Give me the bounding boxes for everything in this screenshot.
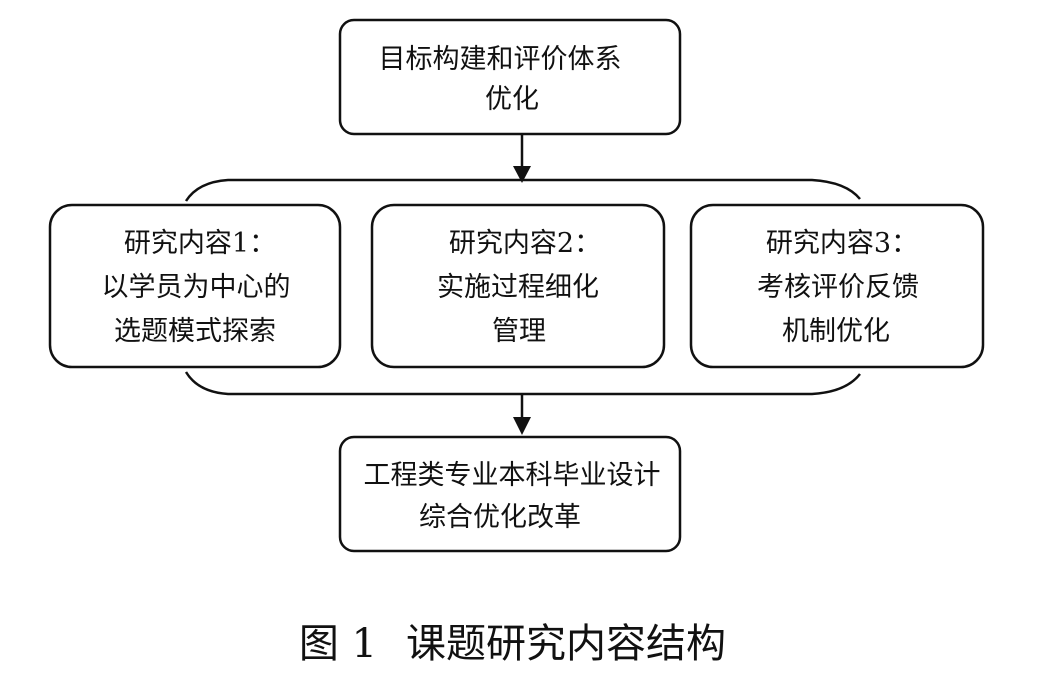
upper-group-brace xyxy=(184,178,861,202)
bottom-box: 工程类专业本科毕业设计 综合优化改革 xyxy=(338,435,682,553)
arrow-top-to-group xyxy=(513,134,531,183)
research-box-1-frame xyxy=(48,203,342,369)
top-box-line-1: 目标构建和评价体系 xyxy=(379,44,622,75)
bottom-box-line-1: 工程类专业本科毕业设计 xyxy=(364,460,661,491)
top-box-line-2: 优化 xyxy=(485,84,539,115)
research-box-3-line-1: 研究内容3： xyxy=(766,228,918,259)
research-box-3-frame xyxy=(689,203,985,369)
research-box-1-line-1: 研究内容1： xyxy=(124,228,276,259)
bottom-box-frame xyxy=(338,435,682,553)
top-box: 目标构建和评价体系 优化 xyxy=(338,18,682,136)
figure-title: 课题研究内容结构 xyxy=(406,621,726,667)
top-box-frame xyxy=(338,18,682,136)
arrow-head xyxy=(513,166,531,183)
research-box-2: 研究内容2： 实施过程细化 管理 xyxy=(370,203,666,369)
research-box-2-line-2: 实施过程细化 xyxy=(437,272,599,303)
arrow-group-to-bottom xyxy=(513,394,531,435)
research-box-2-line-1: 研究内容2： xyxy=(449,228,601,259)
figure-label: 图 1 xyxy=(299,621,377,667)
research-box-3-line-2: 考核评价反馈 xyxy=(757,272,919,303)
research-box-1: 研究内容1： 以学员为中心的 选题模式探索 xyxy=(48,203,342,369)
research-box-3: 研究内容3： 考核评价反馈 机制优化 xyxy=(689,203,985,369)
lower-group-brace xyxy=(184,371,861,396)
figure-caption: 图 1 课题研究内容结构 xyxy=(299,621,726,667)
research-box-1-line-3: 选题模式探索 xyxy=(114,316,276,347)
research-box-1-line-2: 以学员为中心的 xyxy=(102,272,291,303)
research-box-3-line-3: 机制优化 xyxy=(782,316,890,347)
arrow-head xyxy=(513,417,531,435)
bottom-box-line-2: 综合优化改革 xyxy=(419,502,581,533)
research-box-2-line-3: 管理 xyxy=(492,316,546,347)
research-box-2-frame xyxy=(370,203,666,369)
